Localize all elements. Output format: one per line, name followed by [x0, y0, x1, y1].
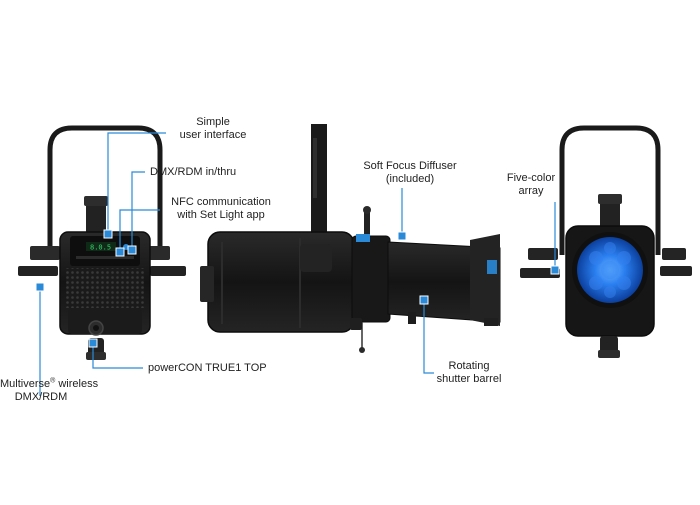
callout-multiverse: Multiverse® wireless DMX/RDM [0, 377, 98, 404]
callout-five-color: Five-color array [500, 172, 562, 198]
callout-five-color-line2: array [518, 185, 544, 197]
callout-markers [35, 229, 560, 348]
callout-multiverse-line1: Multiverse® wireless [0, 377, 98, 391]
callout-soft-focus-line2: (included) [385, 173, 435, 185]
callout-simple-ui-line1: Simple [196, 116, 230, 128]
callout-multiverse-suffix: wireless [55, 378, 99, 390]
callout-dmx-rdm: DMX/RDM in/thru [150, 166, 237, 178]
svg-text:8.0.5: 8.0.5 [90, 244, 111, 252]
callout-nfc-line2: with Set Light app [177, 209, 265, 221]
callout-rotating: Rotating shutter barrel [414, 360, 524, 386]
callout-simple-ui: Simple user interface [168, 116, 258, 142]
callout-simple-ui-line2: user interface [179, 129, 247, 141]
callout-lines [39, 132, 556, 396]
callout-five-color-line1: Five-color [506, 172, 556, 184]
callout-rotating-line2: shutter barrel [436, 373, 502, 385]
callout-soft-focus: Soft Focus Diffuser (included) [354, 160, 466, 186]
front-view-fixture [520, 125, 692, 358]
callout-powercon: powerCON TRUE1 TOP [148, 362, 267, 374]
callout-rotating-line1: Rotating [448, 360, 490, 372]
callout-multiverse-line2: DMX/RDM [14, 391, 68, 403]
callout-soft-focus-line1: Soft Focus Diffuser [363, 160, 457, 172]
callout-multiverse-reg: ® [50, 377, 56, 385]
side-view-fixture [200, 124, 501, 353]
callout-nfc-line1: NFC communication [171, 196, 271, 208]
callout-multiverse-prefix: Multiverse [0, 378, 51, 390]
rear-view-fixture: 8.0.5 [18, 125, 186, 360]
callout-nfc: NFC communication with Set Light app [166, 196, 276, 222]
